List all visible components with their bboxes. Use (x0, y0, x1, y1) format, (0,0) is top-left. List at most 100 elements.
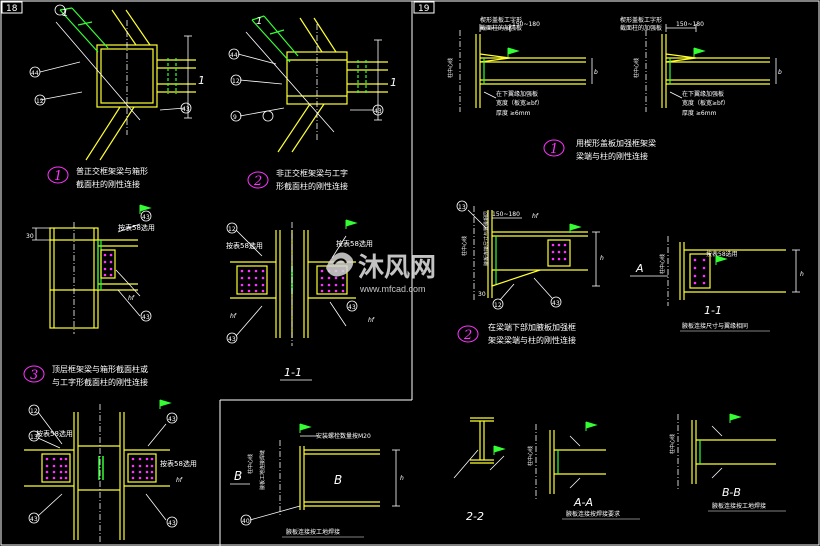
weld-tag-9: 9 (233, 114, 237, 121)
section-mark-2-right: 1 (390, 76, 397, 89)
sheet-number-right: 19 (418, 4, 430, 14)
caption-2-line2: 形截面柱的刚性连接 (276, 181, 348, 191)
weld-tag-43-f: 43 (348, 304, 356, 311)
detail-3-elevation-a: 43 43 30 按表58选用 hf (26, 204, 155, 334)
caption-19-1-line2: 梁端与柱的刚性连接 (576, 151, 648, 161)
detail-19-section-a-a: 柱中心线 A-A 腋板连接按焊接要求 (527, 421, 640, 520)
dim-150-180-c: 150~180 (492, 211, 520, 218)
weld-tag-40: 40 (242, 518, 250, 525)
weld-tag-43-d: 43 (142, 314, 150, 321)
note-lower-plate-a: 在下翼缘加强板 (496, 90, 538, 98)
note-column-center-g: 柱中心线 (669, 434, 676, 454)
caption-3: 3 顶层框架梁与箱形截面柱或 与工字形截面柱的刚性连接 (23, 364, 148, 387)
caption-19-2-line2: 架梁梁端与柱的刚性连接 (488, 335, 576, 345)
weld-tag-43-i: 43 (168, 520, 176, 527)
dim-hf-c: hf (368, 317, 375, 324)
note-lower-plate-a2: 宽度（板宽≥bf） (496, 99, 543, 107)
caption-1-line1: 普正交框架梁与箱形 (76, 166, 148, 176)
dim-30-b: 30 (478, 291, 486, 298)
section-mark-2-top: 1 (256, 16, 262, 27)
caption-1-line2: 截面柱的刚性连接 (76, 179, 140, 189)
detail-19-section-1-1: 柱中心线 按表58选用 h A 1-1 腋板连接尺寸与翼缘相同 (630, 236, 804, 332)
note-column-center-c: 柱中心线 (633, 58, 640, 78)
detail-19-1-wedge-plate: 楔形盖板工字形 截面柱的加强板 150~180 楔形盖板工字形 截面柱的加强板 … (447, 16, 782, 117)
dim-150-180-b: 150~180 (676, 21, 704, 28)
weld-tag-44-a: 44 (31, 70, 39, 77)
note-bolt-58-f: 按表58选用 (706, 250, 738, 258)
detail-19-2-haunch: 13 12 43 150~180 hf h 30 柱中心线 腋板连接尺寸与翼缘相… (456, 200, 604, 310)
caption-19-1-line1: 用楔形盖板加强框架梁 (576, 138, 656, 148)
section-label-1-1-left: 1-1 (284, 366, 302, 379)
watermark: 沐风网 www.mfcad.com (326, 252, 436, 294)
note-wedge-plate-b: 楔形盖板工字形 (620, 16, 662, 24)
section-label-b-b: B-B (722, 486, 741, 499)
watermark-name: 沐风网 (358, 252, 436, 282)
section-label-a-a: A-A (573, 496, 593, 509)
note-wedge-plate-a2: 截面柱的加强板 (480, 24, 522, 32)
weld-tag-43-g: 43 (30, 516, 38, 523)
note-wedge-plate-b2: 截面柱的加强板 (620, 24, 662, 32)
watermark-url: www.mfcad.com (359, 284, 426, 294)
caption-2: 2 非正交框架梁与工字 形截面柱的刚性连接 (247, 168, 348, 191)
section-label-1-1-right: 1-1 (704, 304, 722, 317)
weld-tag-43-j: 43 (552, 300, 560, 307)
caption-3-line2: 与工字形截面柱的刚性连接 (52, 377, 148, 387)
caption-3-num: 3 (30, 368, 38, 383)
note-bolt-58-d: 按表58选用 (36, 429, 73, 438)
note-column-center-a: 柱中心线 (247, 454, 254, 474)
note-lower-plate-a3: 厚度 ≥6mm (496, 109, 531, 117)
weld-tag-43-c: 43 (142, 214, 150, 221)
weld-tag-44-b: 44 (230, 52, 238, 59)
note-bolt-58-e: 按表58选用 (160, 459, 197, 468)
caption-b-b: 腋板连接按工地焊接 (712, 502, 766, 510)
detail-19-section-2-2: 2-2 (453, 417, 506, 523)
note-column-center-b: 柱中心线 (447, 58, 454, 78)
caption-19-1-num: 1 (550, 142, 558, 157)
section-mark-b-left: B (234, 469, 242, 483)
weld-tag-13-b: 13 (458, 204, 466, 211)
dim-hf-e: hf (532, 213, 539, 220)
section-mark-b-right: B (334, 473, 342, 487)
note-haunch-bolt: 腋板连接按工地焊接 (286, 528, 340, 536)
note-haunch-size-b: 腋板连接尺寸与翼缘相同 (682, 322, 748, 330)
weld-tag-12-d: 12 (30, 408, 38, 415)
sheet-number-left: 18 (6, 4, 18, 14)
caption-a-a: 腋板连接按焊接要求 (566, 510, 620, 518)
note-bolt-58-c: 按表58选用 (336, 239, 373, 248)
note-bolt-58-a: 按表58选用 (118, 223, 155, 232)
dim-30: 30 (26, 233, 34, 240)
section-mark-a: A (635, 262, 644, 275)
detail-haunch-bolt-section-b: 40 安装螺栓数量按M20 柱中心线 腋板工地连接焊缝 h B B 腋板连接按工… (230, 423, 404, 538)
note-install-bolt: 安装螺栓数量按M20 (316, 432, 371, 440)
detail-1-box-column: 44 12 43 1 1 (29, 4, 205, 161)
note-haunch-size: 腋板连接尺寸与翼缘相同 (483, 211, 490, 266)
caption-1-num: 1 (54, 169, 62, 184)
dim-h-c: h (800, 271, 804, 278)
note-column-center-d: 柱中心线 (461, 236, 468, 256)
detail-3-elevation-b: 12 13 43 43 43 按表58选用 按表58选用 hf (24, 399, 197, 544)
weld-tag-12-a: 12 (36, 98, 44, 105)
note-lower-plate-b: 在下翼缘加强板 (682, 90, 724, 98)
note-shop-weld: 腋板工地连接焊缝 (259, 450, 266, 490)
caption-2-num: 2 (253, 174, 262, 189)
weld-tag-13: 13 (30, 434, 38, 441)
detail-2-i-column: 44 12 9 43 1 1 (228, 15, 397, 153)
caption-19-2-line1: 在梁端下部加腋板加强框 (488, 322, 576, 332)
note-wedge-plate-a: 楔形盖板工字形 (480, 16, 522, 24)
note-lower-plate-b3: 厚度 ≥6mm (682, 109, 717, 117)
weld-tag-43-h: 43 (168, 416, 176, 423)
watermark-logo-icon (326, 252, 354, 277)
weld-tag-43-e: 43 (228, 336, 236, 343)
weld-tag-43-a: 43 (182, 106, 190, 113)
caption-19-2-num: 2 (463, 328, 472, 343)
note-lower-plate-b2: 宽度（板宽≥bf） (682, 99, 729, 107)
note-column-center-f: 柱中心线 (527, 446, 534, 466)
weld-tag-12-b: 12 (232, 78, 240, 85)
weld-tag-12-e: 12 (494, 302, 502, 309)
weld-tag-12-c: 12 (228, 226, 236, 233)
note-column-center-e: 柱中心线 (659, 254, 666, 274)
caption-2-line1: 非正交框架梁与工字 (276, 168, 348, 178)
dim-b-a: b (594, 69, 598, 76)
